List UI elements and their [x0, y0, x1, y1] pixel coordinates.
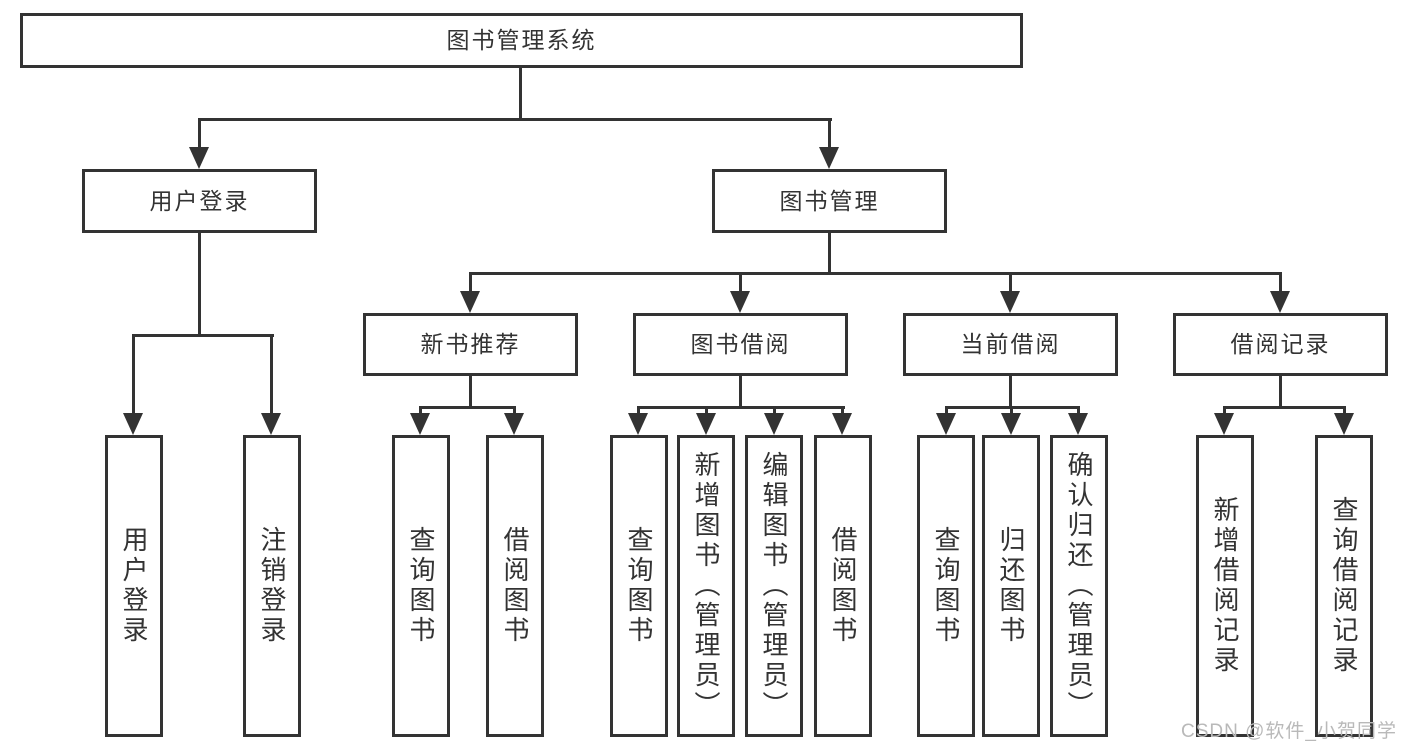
leaf-label: 编辑图书（管理员）	[759, 451, 789, 721]
leaf-label: 查询图书	[406, 526, 436, 646]
arrow-down-icon	[504, 413, 524, 435]
leaf-query-books-rec: 查询图书	[392, 435, 450, 737]
leaf-label: 新增图书（管理员）	[691, 451, 721, 721]
connector-to-new-book-rec	[469, 272, 472, 293]
node-label: 当前借阅	[960, 331, 1061, 357]
node-label: 新书推荐	[420, 331, 521, 357]
connector-leaf-arrow	[773, 406, 776, 416]
connector-to-current-borrowing	[1009, 272, 1012, 293]
leaf-user-login: 用户登录	[105, 435, 163, 737]
leaf-edit-book-admin: 编辑图书（管理员）	[745, 435, 803, 737]
leaf-logout: 注销登录	[243, 435, 301, 737]
arrow-down-icon	[730, 291, 750, 313]
arrow-down-icon	[764, 413, 784, 435]
leaf-label: 借阅图书	[500, 526, 530, 646]
csdn-watermark: CSDN @软件_小贺同学	[1181, 721, 1397, 742]
node-label: 借阅记录	[1230, 331, 1331, 357]
arrow-down-icon	[460, 291, 480, 313]
leaf-label: 注销登录	[257, 526, 287, 646]
leaf-label: 新增借阅记录	[1210, 496, 1240, 676]
node-book-borrowing: 图书借阅	[633, 313, 848, 376]
connector-leaf-arrow	[513, 406, 516, 416]
connector-leaf-arrow	[841, 406, 844, 416]
leaf-query-books-borrowing: 查询图书	[610, 435, 668, 737]
connector-leaf-arrow	[1077, 406, 1080, 416]
arrow-down-icon	[1068, 413, 1088, 435]
arrow-down-icon	[189, 147, 209, 169]
node-label: 图书管理	[779, 187, 880, 214]
connector-book-borrowing-hbar	[637, 406, 845, 409]
leaf-label: 查询图书	[931, 526, 961, 646]
leaf-query-borrow-record: 查询借阅记录	[1315, 435, 1373, 737]
connector-book-management-stem	[828, 233, 831, 275]
node-borrowing-records: 借阅记录	[1173, 313, 1388, 376]
leaf-label: 确认归还（管理员）	[1064, 451, 1094, 721]
connector-borrowing-records-stem	[1279, 376, 1282, 409]
connector-root-hbar	[198, 118, 832, 121]
leaf-label: 查询借阅记录	[1329, 496, 1359, 676]
connector-root-to-book-management	[828, 118, 831, 149]
node-new-book-recommendation: 新书推荐	[363, 313, 578, 376]
leaf-label: 查询图书	[624, 526, 654, 646]
connector-to-leaf-user-login	[132, 334, 135, 415]
arrow-down-icon	[1001, 413, 1021, 435]
connector-leaf-arrow	[945, 406, 948, 416]
connector-to-leaf-logout	[270, 334, 273, 415]
connector-leaf-arrow	[1010, 406, 1013, 416]
node-label: 图书借阅	[690, 331, 791, 357]
leaf-label: 借阅图书	[828, 526, 858, 646]
node-label: 用户登录	[149, 187, 250, 214]
connector-user-login-hbar	[132, 334, 274, 337]
node-book-management: 图书管理	[712, 169, 947, 233]
connector-to-borrowing-records	[1279, 272, 1282, 293]
connector-book-borrowing-stem	[739, 376, 742, 409]
connector-book-management-hbar	[469, 272, 1282, 275]
connector-leaf-arrow	[1343, 406, 1346, 416]
leaf-label: 归还图书	[996, 526, 1026, 646]
arrow-down-icon	[410, 413, 430, 435]
arrow-down-icon	[261, 413, 281, 435]
leaf-query-books-current: 查询图书	[917, 435, 975, 737]
connector-new-book-rec-stem	[469, 376, 472, 409]
arrow-down-icon	[628, 413, 648, 435]
leaf-confirm-return-admin: 确认归还（管理员）	[1050, 435, 1108, 737]
connector-user-login-stem	[198, 233, 201, 337]
connector-leaf-arrow	[419, 406, 422, 416]
connector-borrowing-records-hbar	[1223, 406, 1346, 409]
leaf-add-borrow-record: 新增借阅记录	[1196, 435, 1254, 737]
arrow-down-icon	[832, 413, 852, 435]
leaf-add-book-admin: 新增图书（管理员）	[677, 435, 735, 737]
arrow-down-icon	[1000, 291, 1020, 313]
node-current-borrowing: 当前借阅	[903, 313, 1118, 376]
connector-root-stem	[519, 68, 522, 121]
connector-leaf-arrow	[637, 406, 640, 416]
arrow-down-icon	[1270, 291, 1290, 313]
leaf-borrow-books-rec: 借阅图书	[486, 435, 544, 737]
node-library-management-system: 图书管理系统	[20, 13, 1023, 68]
leaf-return-books: 归还图书	[982, 435, 1040, 737]
connector-to-book-borrowing	[739, 272, 742, 293]
arrow-down-icon	[696, 413, 716, 435]
connector-root-to-user-login	[198, 118, 201, 149]
connector-current-borrowing-stem	[1009, 376, 1012, 409]
connector-leaf-arrow	[1223, 406, 1226, 416]
arrow-down-icon	[123, 413, 143, 435]
leaf-borrow-books-borrowing: 借阅图书	[814, 435, 872, 737]
arrow-down-icon	[1214, 413, 1234, 435]
arrow-down-icon	[936, 413, 956, 435]
arrow-down-icon	[819, 147, 839, 169]
arrow-down-icon	[1334, 413, 1354, 435]
leaf-label: 用户登录	[119, 526, 149, 646]
node-label: 图书管理系统	[446, 27, 597, 53]
connector-new-book-rec-hbar	[419, 406, 516, 409]
connector-leaf-arrow	[705, 406, 708, 416]
node-user-login: 用户登录	[82, 169, 317, 233]
